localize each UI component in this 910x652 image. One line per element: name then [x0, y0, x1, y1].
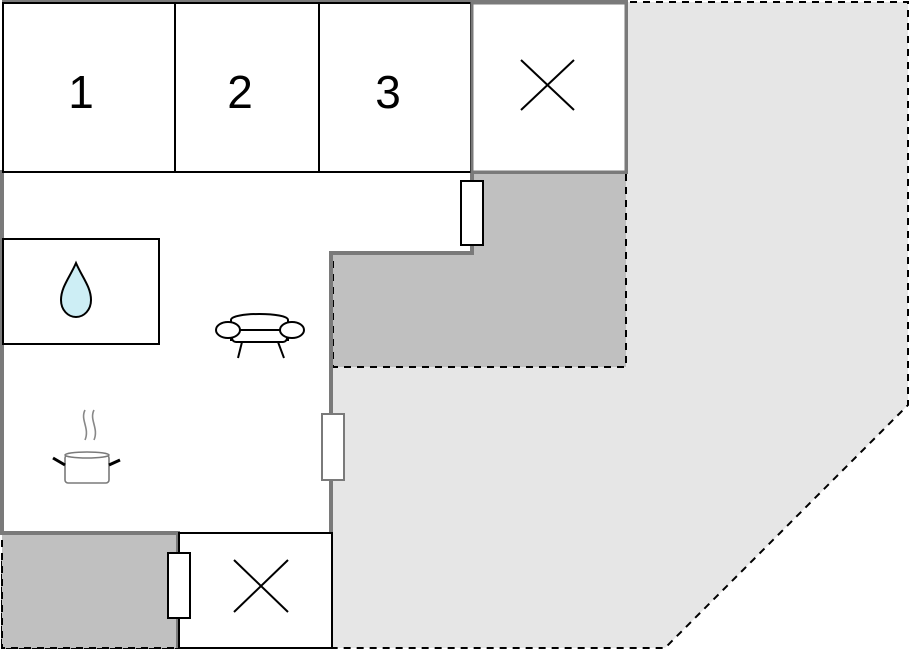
closed-area-cross-icon: [520, 59, 575, 111]
door-icon-living-east: [321, 413, 345, 481]
sofa-icon: [215, 313, 305, 359]
door-icon-terrace-lower: [167, 552, 191, 619]
room-1-label: 1: [68, 66, 94, 118]
room-3-label: 3: [375, 66, 401, 118]
bathroom-water-drop-icon: [59, 260, 93, 319]
closed-area-bottom-cross-icon: [233, 559, 289, 613]
room-2: [174, 2, 320, 173]
room-2-label: 2: [227, 66, 253, 118]
room-1: [2, 2, 176, 173]
terrace-lower: [1, 532, 181, 649]
door-icon-terrace-upper: [460, 180, 484, 246]
cooking-pot-icon: [52, 409, 121, 484]
room-3: [318, 2, 472, 173]
